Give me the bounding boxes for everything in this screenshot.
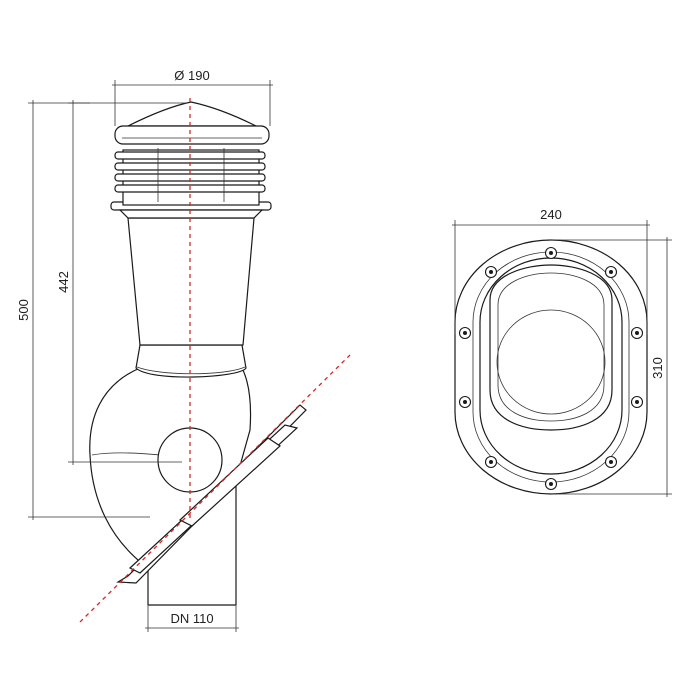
vent-pipe — [147, 480, 237, 606]
pipe-diameter-label: DN 110 — [170, 611, 213, 626]
vent-cap — [114, 101, 270, 145]
flange-height-label: 310 — [650, 357, 665, 379]
upper-height-label: 442 — [56, 271, 71, 293]
dimension-pipe-diameter: DN 110 — [145, 605, 239, 632]
vent-side-view — [79, 98, 351, 623]
dimension-cap-diameter: Ø 190 — [112, 68, 273, 126]
vent-collar — [135, 344, 247, 378]
total-height-label: 500 — [16, 299, 31, 321]
vent-body — [127, 217, 255, 346]
dimension-flange-width: 240 — [452, 207, 650, 335]
flange-bolts — [458, 246, 644, 491]
dimension-flange-height: 310 — [551, 237, 672, 497]
cap-diameter-label: Ø 190 — [174, 68, 209, 83]
flange-top-view — [454, 239, 648, 495]
flange-width-label: 240 — [540, 207, 562, 222]
dimension-total-height: 500 — [16, 100, 188, 520]
dimension-upper-height: 442 — [56, 100, 182, 465]
flange-opening — [489, 264, 613, 431]
roof-flashing — [116, 404, 307, 584]
